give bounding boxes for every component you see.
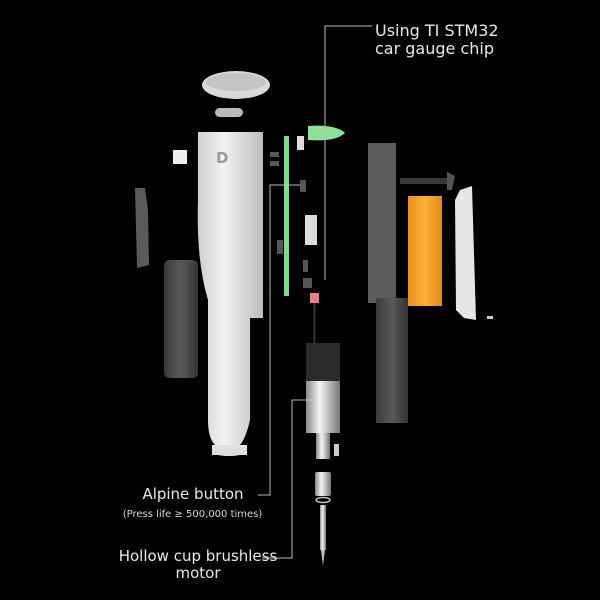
- motor-callout-line1: Hollow cup brushless: [118, 547, 278, 565]
- motor-callout-line: [262, 399, 315, 559]
- side-panel: [164, 260, 198, 378]
- motor: [306, 343, 340, 566]
- logo-d: D: [216, 149, 228, 167]
- battery: [408, 196, 442, 306]
- rear-body: [368, 143, 455, 423]
- motor-callout-label: Hollow cup brushless motor: [108, 547, 288, 583]
- top-cap: [202, 71, 270, 117]
- main-housing: D: [197, 132, 263, 456]
- chip-callout-line2: car gauge chip: [375, 39, 494, 59]
- side-cover: [455, 186, 476, 320]
- chip-callout-line1: Using TI STM32: [375, 21, 499, 40]
- button-callout-subtitle: (Press life ≥ 500,000 times): [122, 509, 263, 520]
- chip-callout-label: Using TI STM32 car gauge chip: [375, 21, 499, 59]
- chip-callout-line: [324, 25, 372, 280]
- button-callout-title: Alpine button: [142, 485, 244, 503]
- side-clip: [135, 188, 149, 268]
- motor-callout-line2: motor: [175, 564, 221, 583]
- pcb-board: [284, 136, 289, 296]
- small-cover: [173, 150, 187, 164]
- button-callout-line: [258, 184, 300, 496]
- chip-board: [308, 125, 345, 141]
- connector: [310, 293, 319, 303]
